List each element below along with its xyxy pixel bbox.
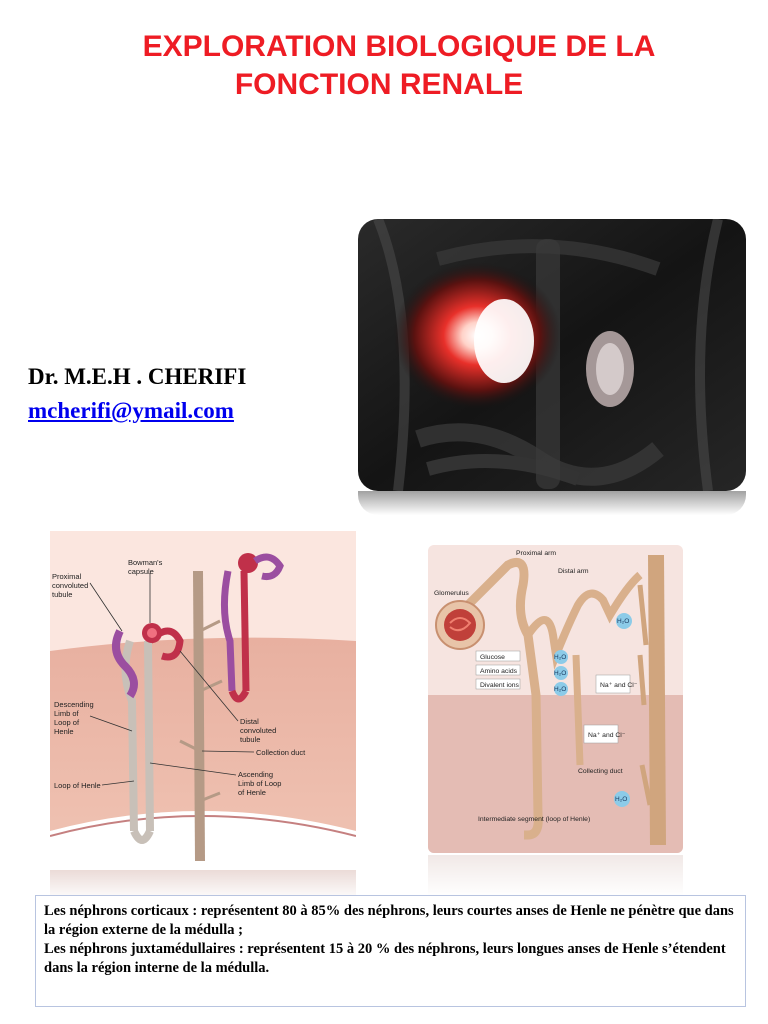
title-line-2: FONCTION RENALE [234, 68, 524, 101]
label-h2o-1: H₂O [617, 618, 629, 625]
label-proximal-arm: Proximal arm [516, 550, 556, 557]
label-intermediate: Intermediate segment (loop of Henle) [478, 816, 590, 823]
label-collecting-duct: Collecting duct [578, 768, 623, 775]
label-collection: Collection duct [256, 748, 306, 757]
nephron-juxtamedullary-text: Les néphrons juxtamédullaires : représen… [44, 941, 726, 976]
label-h2o-5: H₂O [615, 796, 627, 803]
label-glucose: Glucose [480, 654, 505, 661]
label-distal-arm: Distal arm [558, 568, 589, 575]
author-name: Dr. M.E.H . CHERIFI [28, 364, 247, 389]
tubular-transport-diagram: Proximal arm Distal arm Glomerulus Gluco… [428, 545, 683, 853]
label-divalent-ions: Divalent ions [480, 682, 520, 689]
nephron-description-box: Les néphrons corticaux : représentent 80… [35, 895, 746, 1007]
label-glomerulus: Glomerulus [434, 590, 469, 597]
kidney-hero-image [358, 219, 746, 491]
label-na-cl-2: Na⁺ and Cl⁻ [588, 732, 626, 739]
label-na-cl-1: Na⁺ and Cl⁻ [600, 682, 638, 689]
title-line-1: EXPLORATION BIOLOGIQUE DE LA [142, 30, 656, 63]
author-email-link[interactable]: mcherifi@ymail.com [28, 398, 234, 423]
page-title: EXPLORATION BIOLOGIQUE DE LA FONCTION RE… [0, 28, 768, 104]
label-h2o-2: H₂O [554, 654, 566, 661]
nephron-cortical-text: Les néphrons corticaux : représentent 80… [44, 903, 734, 938]
kidney-hero-reflection [358, 491, 746, 515]
label-amino-acids: Amino acids [480, 668, 518, 675]
label-h2o-4: H₂O [554, 686, 566, 693]
label-h2o-3: H₂O [554, 670, 566, 677]
tubular-transport-reflection [428, 855, 683, 895]
label-loop: Loop of Henle [54, 781, 101, 790]
